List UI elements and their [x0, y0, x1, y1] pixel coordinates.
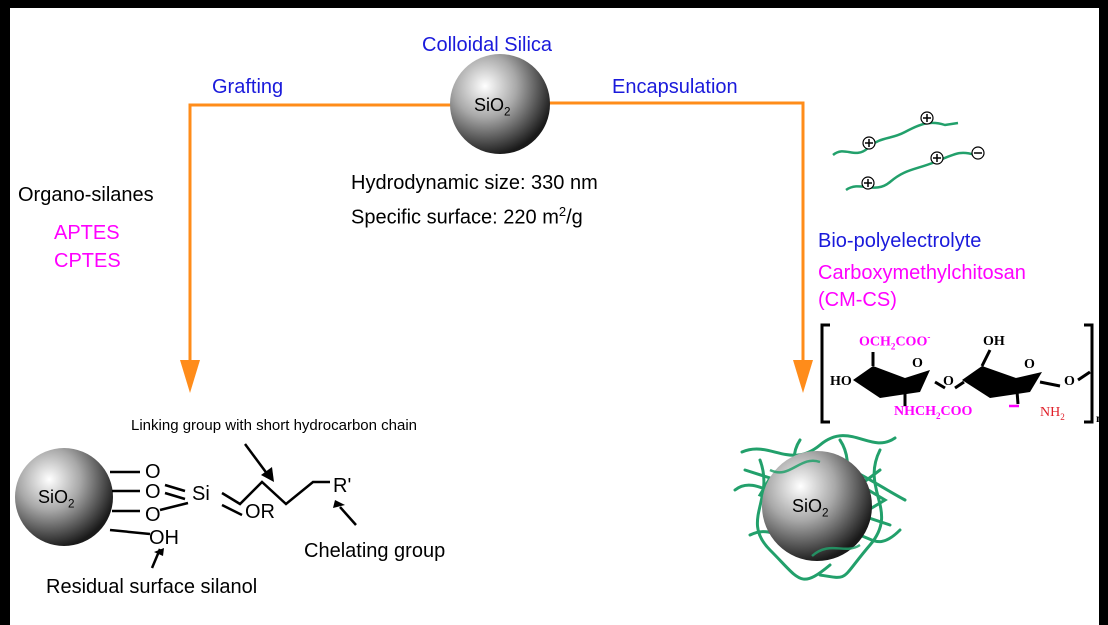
reagent-cptes: CPTES: [54, 250, 121, 272]
encapsulation-label: Encapsulation: [612, 76, 738, 98]
polyelectrolyte-chains: [832, 121, 976, 192]
grafted-silica-sphere: [15, 448, 113, 546]
cmcs-abbr: (CM-CS): [818, 289, 897, 311]
oxygen-3: O: [145, 504, 161, 526]
grafted-sphere-label: SiO2: [38, 487, 75, 511]
encapsulated-sphere-label: SiO2: [792, 496, 829, 520]
encapsulated-silica-sphere: [762, 451, 872, 561]
amine-nh2: NH2: [1040, 405, 1065, 422]
sugar-ring-2: [954, 349, 1061, 405]
encapsulation-connector: [547, 101, 805, 365]
repeat-index-n: n: [1096, 411, 1103, 425]
nhcoo-substituent: NHCH2COO: [894, 404, 973, 421]
cmcs-name: Carboxymethylchitosan: [818, 262, 1026, 284]
reagent-aptes: APTES: [54, 222, 120, 244]
residual-silanol-label: Residual surface silanol: [46, 576, 258, 598]
grafting-label: Grafting: [212, 76, 284, 98]
charge-signs: [864, 114, 982, 187]
central-sphere-label: SiO2: [474, 95, 511, 119]
silicon-atom: Si: [192, 483, 210, 505]
glycosidic-oxygen: O: [943, 374, 954, 389]
r-prime-group: R': [333, 475, 352, 497]
specific-surface: Specific surface: 220 m2/g: [351, 204, 583, 229]
grafting-arrowhead: [180, 360, 200, 393]
linking-group-note: Linking group with short hydrocarbon cha…: [131, 417, 418, 434]
colloidal-silica-title: Colloidal Silica: [422, 34, 553, 56]
bio-polyelectrolyte-label: Bio-polyelectrolyte: [818, 230, 982, 252]
polymer-mesh-front: [769, 459, 861, 557]
oxygen-2: O: [145, 481, 161, 503]
oxygen-1: O: [145, 461, 161, 483]
grafting-connector: [188, 103, 453, 365]
pointer-arrows: [150, 443, 357, 569]
cmcs-brackets: [820, 323, 1094, 424]
sugar-ring-1: [853, 352, 946, 406]
encapsulation-arrowhead: [793, 360, 813, 393]
ring2-oxygen: O: [1024, 357, 1035, 372]
terminal-oxygen: O: [1064, 374, 1075, 389]
hydroxyl-oh: OH: [149, 527, 179, 549]
ocmcoo-substituent: OCH2COO-: [859, 332, 931, 352]
organo-silanes-label: Organo-silanes: [18, 184, 154, 206]
ring-oh: OH: [983, 334, 1005, 349]
hydrodynamic-size: Hydrodynamic size: 330 nm: [351, 172, 598, 194]
alkoxy-or: OR: [245, 501, 275, 523]
terminal-ho: HO: [830, 374, 852, 389]
chelating-group-label: Chelating group: [304, 540, 446, 562]
ring1-oxygen: O: [912, 356, 923, 371]
silane-bonds: [109, 470, 330, 536]
central-silica-sphere: [450, 54, 550, 154]
